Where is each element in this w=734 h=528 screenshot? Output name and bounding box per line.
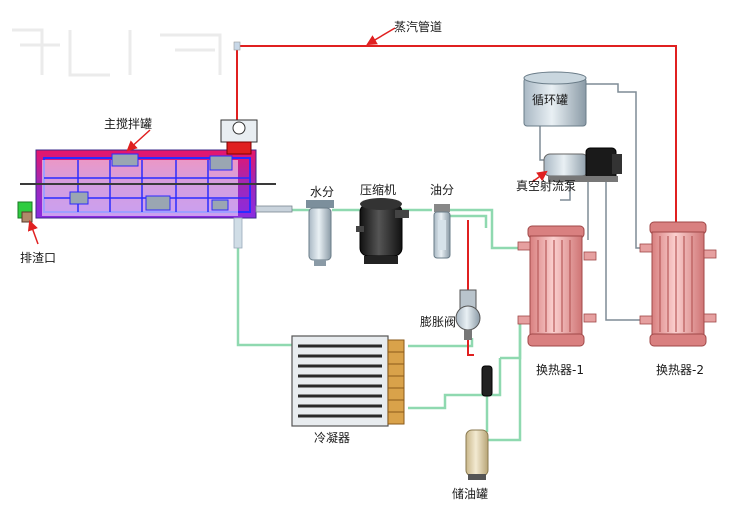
steam-pipe [236,45,677,222]
label-main-tank: 主搅拌罐 [104,116,152,131]
stirrer-motor [220,119,258,155]
vacuum-pump [543,147,622,182]
label-oil-separator: 油分 [430,183,454,197]
steam-pipe-fitting [233,41,241,51]
label-oil-tank: 储油罐 [452,486,488,501]
oil-separator [433,204,451,259]
main-tank [20,149,293,219]
refrigerant-lines [236,208,532,442]
label-expansion-valve: 膨胀阀 [420,315,456,329]
condenser [291,335,405,427]
tank-outlet-pipe [233,217,243,249]
label-hx2: 换热器-2 [656,363,704,377]
compressor [356,198,409,264]
label-steam-pipe: 蒸汽管道 [394,19,442,34]
expansion-line [467,220,474,356]
label-water-separator: 水分 [310,185,334,199]
label-condenser: 冷凝器 [314,430,350,445]
oil-storage-tank [465,429,489,480]
label-vacuum-pump: 真空射流泵 [516,178,576,193]
water-separator [306,200,334,266]
circulation-tank [523,71,587,127]
watermark [12,28,222,77]
heat-exchanger-2 [639,221,717,347]
expansion-valve [455,289,481,340]
label-hx1: 换热器-1 [536,363,584,377]
label-circulation-tank: 循环罐 [532,93,568,107]
heat-exchanger-1 [517,225,597,347]
filter-drier [481,365,493,397]
label-arrows [27,27,548,245]
label-compressor: 压缩机 [360,182,396,197]
drain-valve [17,201,33,223]
label-drain: 排渣口 [20,251,56,265]
